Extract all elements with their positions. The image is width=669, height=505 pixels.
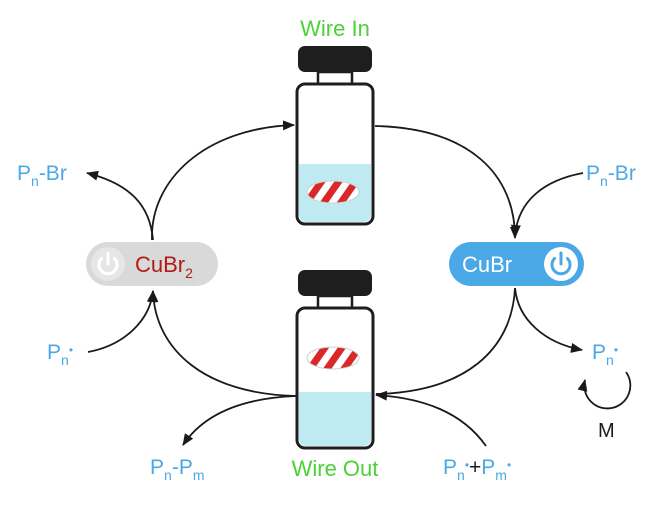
arrow-to-pnpm (182, 395, 297, 446)
arrow-pnbr-right-in (510, 172, 584, 237)
pn-radical-right: Pn• (592, 341, 618, 368)
cubr2-switch-off: CuBr2 (86, 242, 218, 286)
pn-radical-left: Pn• (47, 341, 73, 368)
stir-bar (306, 346, 360, 370)
arrow-radicals-in (375, 390, 487, 447)
power-icon (97, 251, 119, 276)
arrow-to-radical-right (514, 287, 583, 353)
pn-br-left: Pn-Br (17, 162, 67, 189)
pn-pm-product: Pn-Pm (150, 456, 205, 483)
vial-cap (298, 46, 372, 72)
cubr-label: CuBr (462, 252, 512, 277)
monomer-label: M (598, 420, 615, 442)
cubr-switch-on: CuBr (449, 242, 584, 286)
vial-wire-out (295, 270, 375, 450)
vial-wire-in (295, 46, 375, 226)
arrow-cubr-to-wire-out (375, 287, 516, 395)
cubr2-label: CuBr2 (135, 252, 193, 281)
vial-cap (298, 270, 372, 296)
radicals-pair: Pn•+Pm• (443, 456, 511, 483)
arrow-to-pnbr-left (86, 170, 154, 241)
power-icon (550, 251, 572, 276)
vial-neck (316, 294, 354, 310)
arrow-propagation-loop (577, 371, 632, 410)
wire-in-label: Wire In (300, 16, 370, 41)
arrow-wire-out-to-cubr2 (148, 290, 297, 397)
arrow-radical-left-in (87, 290, 157, 353)
arrow-cubr2-to-wire-in (151, 120, 295, 241)
cycle-arrows (86, 120, 632, 447)
vial-liquid (299, 392, 371, 446)
wire-out-label: Wire Out (292, 456, 379, 481)
stir-bar (306, 180, 360, 204)
vial-neck (316, 70, 354, 86)
arrow-wire-in-to-cubr (374, 125, 520, 239)
pn-br-right: Pn-Br (586, 162, 636, 189)
